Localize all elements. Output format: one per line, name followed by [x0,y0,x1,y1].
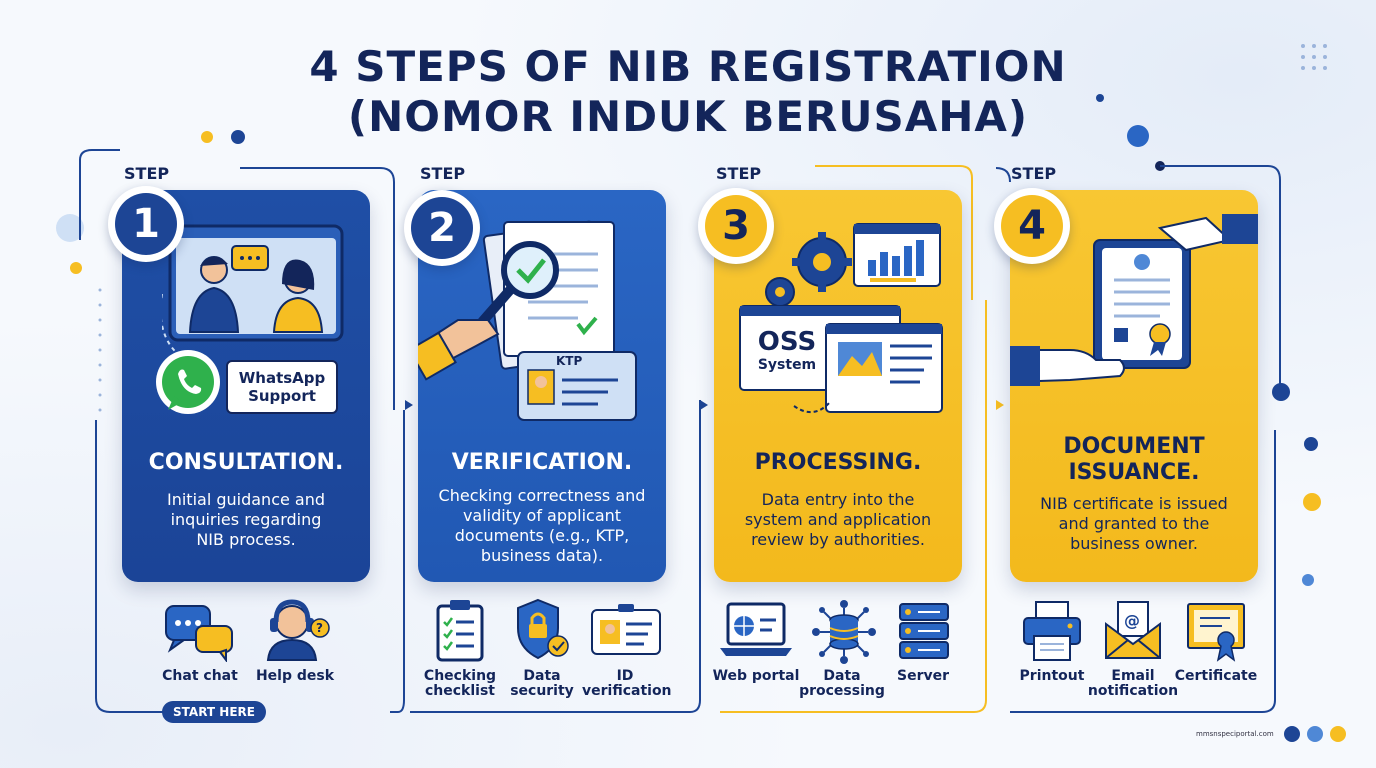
card-title-verification: VERIFICATION. [451,450,633,475]
icon-label-web-portal: Web portal [712,668,800,684]
database-network-icon [812,600,876,664]
printer-icon [1023,601,1081,661]
page-subtitle: (NOMOR INDUK BERUSAHA) [347,92,1029,141]
icon-label-data-processing: Data processing [799,668,885,699]
email-envelope-icon: @ [1105,601,1161,659]
chat-bubbles-icon [165,605,233,662]
document-issuance-illustration [1010,214,1258,386]
step-label-2: STEP [420,164,466,183]
step-label-1: STEP [124,164,170,183]
card-title-document-issuance: DOCUMENT ISSUANCE. [1063,434,1205,485]
verification-illustration [418,220,637,421]
icon-label-server: Server [896,668,949,684]
svg-text:@: @ [1124,611,1140,630]
card-desc-verification: Checking correctness and validity of app… [438,486,646,565]
card-desc-document-issuance: NIB certificate is issued and granted to… [1040,494,1228,553]
server-rack-icon [899,603,949,659]
card-desc-processing: Data entry into the system and applicati… [744,490,932,549]
clipboard-checklist-icon [436,600,484,662]
whatsapp-icon [156,350,220,414]
card-title-consultation: CONSULTATION. [148,450,344,475]
icon-label-id-verification: ID verification [582,668,672,699]
whatsapp-support-badge: WhatsApp Support [226,360,338,414]
step-number-3: 3 [698,188,774,264]
icon-label-printout: Printout [1019,668,1085,684]
watermark-url: mmsnspeciportal.com [1196,730,1274,738]
certificate-icon [1187,603,1245,662]
icon-label-checking-checklist: Checking checklist [423,668,497,699]
start-here-button[interactable]: START HERE [162,701,266,723]
consultation-illustration [162,224,344,365]
page-title: 4 STEPS OF NIB REGISTRATION [309,42,1067,91]
id-card-icon [591,604,661,655]
oss-system-label: OSS System [757,327,817,373]
svg-text:?: ? [316,621,323,635]
step-label-4: STEP [1011,164,1057,183]
step-label-3: STEP [716,164,762,183]
card-desc-consultation: Initial guidance and inquiries regarding… [166,490,326,549]
ktp-card-label: KTP [556,354,583,368]
step-number-2: 2 [404,190,480,266]
step-number-4: 4 [994,188,1070,264]
step-number-1: 1 [108,186,184,262]
card-title-processing: PROCESSING. [754,450,922,475]
laptop-globe-icon [720,602,792,656]
shield-lock-icon [517,598,569,660]
icon-label-chat: Chat chat [162,668,238,684]
headset-agent-icon: ? [266,599,330,661]
icon-label-data-security: Data security [510,668,574,699]
icon-label-email-notification: Email notification [1087,668,1179,699]
icon-label-certificate: Certificate [1174,668,1258,684]
processing-illustration [739,223,943,413]
icon-label-help-desk: Help desk [255,668,335,684]
